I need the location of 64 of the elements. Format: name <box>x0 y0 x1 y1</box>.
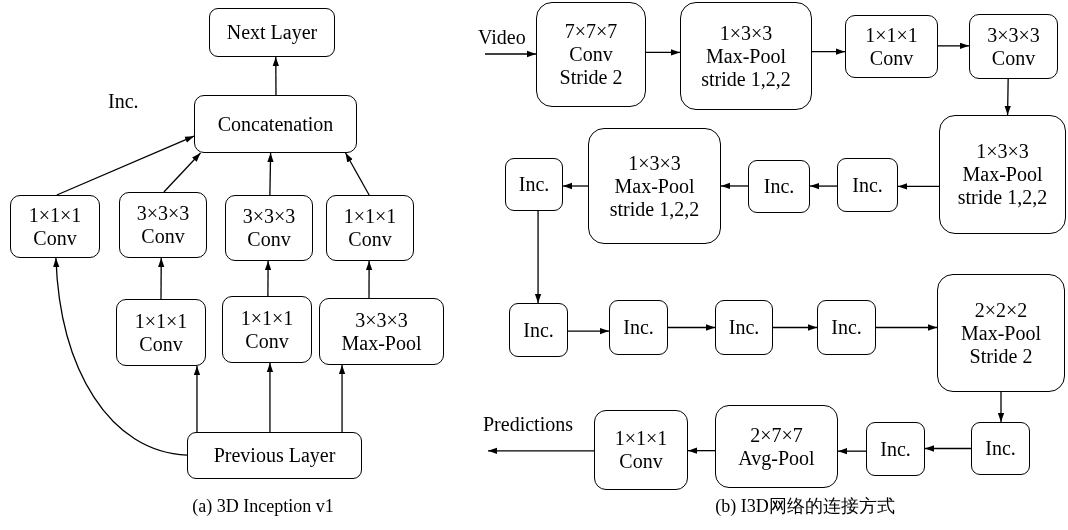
process-box: 3×3×3 Conv <box>225 195 313 261</box>
arrow <box>645 49 681 56</box>
process-box: Inc. <box>715 300 773 355</box>
arrow <box>272 56 279 96</box>
process-box: Inc. <box>817 300 876 355</box>
process-box: Inc. <box>509 303 568 357</box>
process-box: 1×1×1 Conv <box>116 299 206 366</box>
process-box: Inc. <box>866 422 925 476</box>
arrow <box>1004 78 1011 116</box>
arrow <box>53 257 188 456</box>
process-box: Next Layer <box>209 8 335 57</box>
process-box: 1×3×3 Max-Pool stride 1,2,2 <box>680 2 812 110</box>
arrow <box>772 324 818 331</box>
arrow <box>562 182 589 190</box>
arrow <box>344 152 370 196</box>
process-box: Inc. <box>837 158 898 212</box>
arrow <box>534 210 542 304</box>
arrow <box>163 152 202 193</box>
arrow <box>811 48 846 55</box>
arrow <box>997 391 1005 423</box>
arrow <box>264 260 272 297</box>
process-box: 3×3×3 Conv <box>119 192 207 258</box>
process-box: 1×3×3 Max-Pool stride 1,2,2 <box>588 128 721 244</box>
process-box: Inc. <box>748 160 810 213</box>
arrow <box>267 152 274 196</box>
arrow <box>365 260 373 299</box>
caption: (b) I3D网络的连接方式 <box>715 496 895 517</box>
process-box: 2×2×2 Max-Pool Stride 2 <box>937 274 1065 392</box>
arrow <box>193 365 201 433</box>
text-label: Inc. <box>108 90 139 113</box>
process-box: Inc. <box>971 422 1030 475</box>
arrow <box>667 324 716 331</box>
arrow <box>338 364 346 433</box>
arrow <box>484 50 537 58</box>
process-box: 2×7×7 Avg-Pool <box>715 405 838 488</box>
process-box: 7×7×7 Conv Stride 2 <box>536 2 646 107</box>
arrow <box>56 135 195 196</box>
process-box: Concatenation <box>194 95 357 153</box>
arrow <box>897 183 940 190</box>
arrow <box>875 324 938 331</box>
process-box: 3×3×3 Conv <box>969 14 1058 79</box>
process-box: Inc. <box>505 158 563 211</box>
arrow <box>720 182 749 190</box>
arrow <box>487 447 595 454</box>
arrow <box>687 447 716 454</box>
caption: (a) 3D Inception v1 <box>192 496 334 517</box>
arrow <box>924 445 972 452</box>
text-label: Video <box>478 26 526 49</box>
process-box: Inc. <box>609 300 668 355</box>
arrow <box>837 448 867 455</box>
arrow <box>937 42 970 49</box>
process-box: 1×1×1 Conv <box>222 296 312 363</box>
process-box: 1×1×1 Conv <box>10 195 100 258</box>
process-box: 3×3×3 Max-Pool <box>319 298 444 365</box>
process-box: 1×1×1 Conv <box>326 195 414 261</box>
process-box: 1×3×3 Max-Pool stride 1,2,2 <box>939 115 1066 234</box>
process-box: 1×1×1 Conv <box>845 15 938 78</box>
arrow <box>266 362 274 433</box>
process-box: Previous Layer <box>187 432 362 479</box>
process-box: 1×1×1 Conv <box>594 410 688 490</box>
text-label: Predictions <box>483 413 573 436</box>
arrow <box>809 182 838 190</box>
arrow <box>158 257 165 300</box>
arrow <box>567 327 610 335</box>
